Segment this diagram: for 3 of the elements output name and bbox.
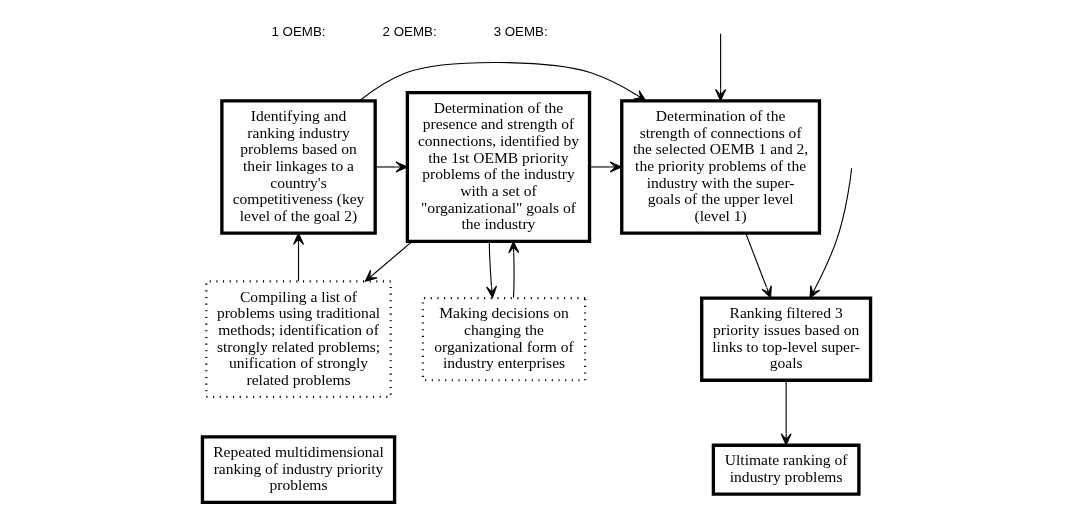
label: 2 OEMB:: [382, 24, 437, 40]
label: 1 OEMB:: [271, 24, 326, 40]
label: 3 OEMB:: [493, 24, 548, 40]
